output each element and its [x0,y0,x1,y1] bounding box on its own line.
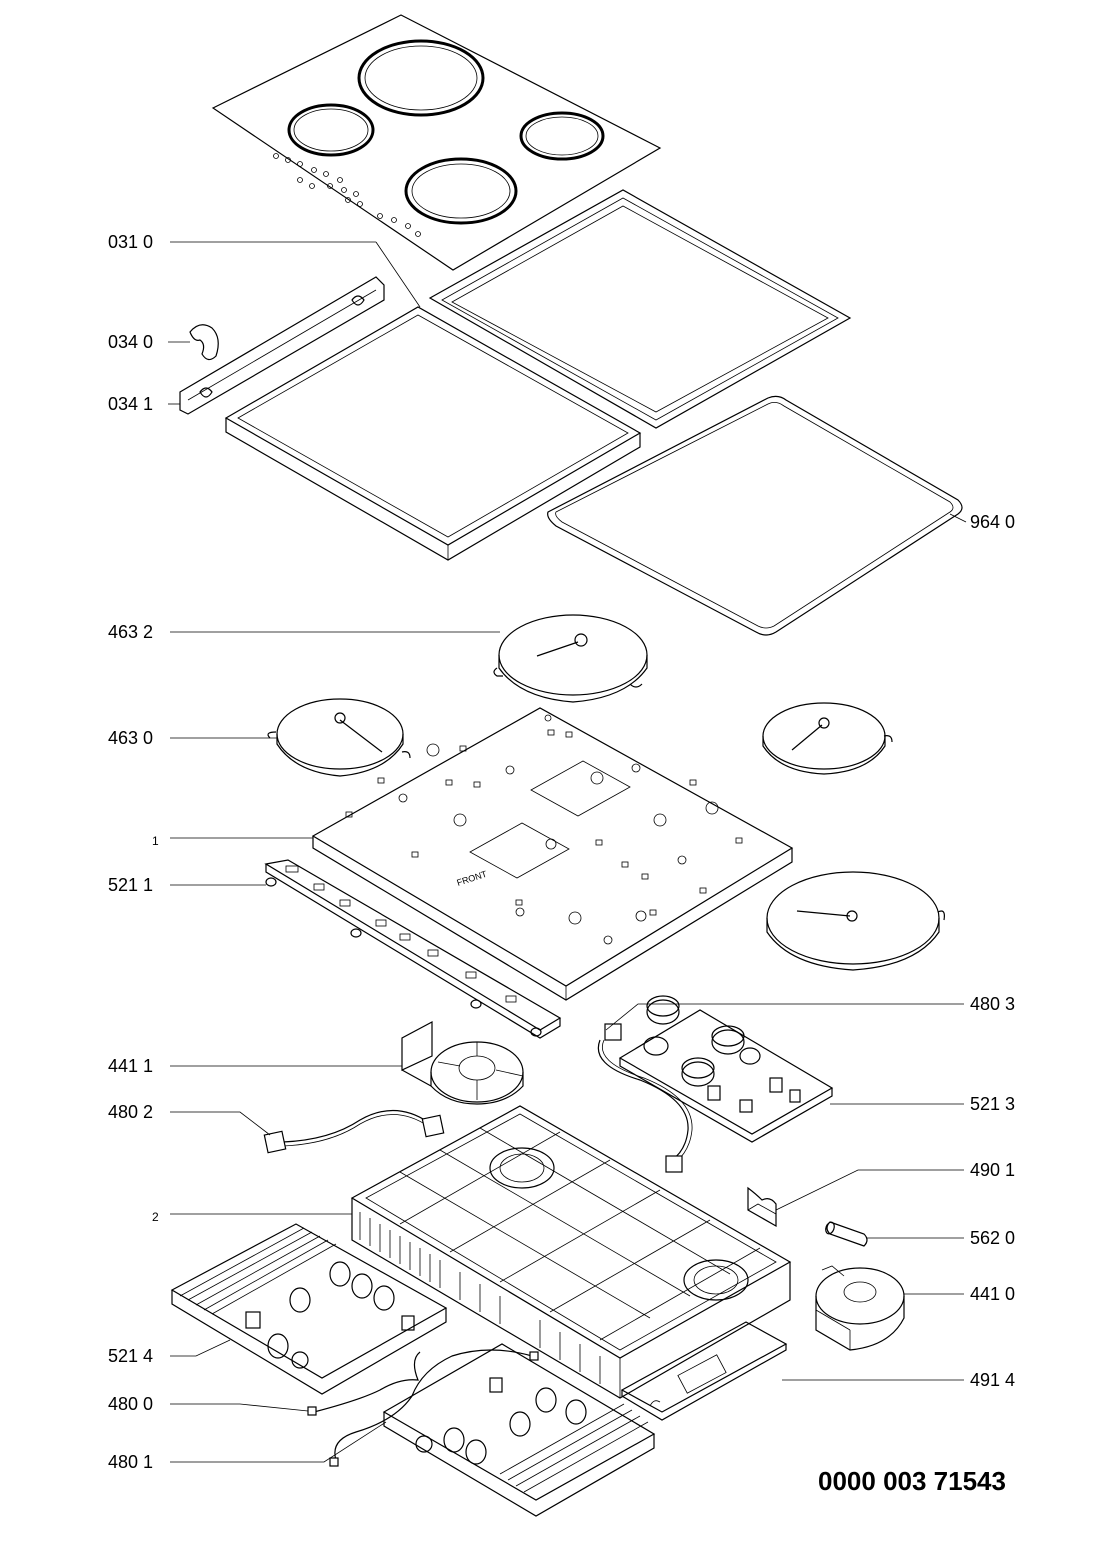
label-034-1: 034 1 [108,394,154,414]
fan-441-0 [815,1265,905,1351]
glass-ceramic-top [211,14,662,271]
clip-034-0 [189,324,219,361]
base-tray [350,1105,792,1399]
bracket-490-1 [747,1186,777,1228]
label-480-2: 480 2 [108,1102,154,1122]
hob-frame [224,306,642,561]
induction-board-521-4 [170,1223,448,1395]
board-491-4 [620,1321,788,1421]
label-441-0: 441 0 [970,1284,1016,1304]
label-964-0: 964 0 [970,512,1016,532]
leader-lines [168,241,967,1463]
label-2: 2 [152,1210,159,1224]
label-480-0: 480 0 [108,1394,154,1414]
document-number: 0000 003 71543 [818,1466,1006,1496]
induction-board-lower [382,1343,656,1517]
coil-right-small [762,702,893,775]
wire-480-0 [307,1351,421,1416]
label-521-4: 521 4 [108,1346,154,1366]
label-034-0: 034 0 [108,332,154,352]
label-521-3: 521 3 [970,1094,1016,1114]
label-521-1: 521 1 [108,875,154,895]
gasket-964-0 [547,395,963,636]
coil-463-2 [493,614,648,703]
control-board-521-1 [264,859,562,1039]
coil-463-0-left [267,698,411,777]
label-463-2: 463 2 [108,622,154,642]
fuse-562-0 [825,1221,868,1247]
label-562-0: 562 0 [970,1228,1016,1248]
wire-480-1 [329,1349,539,1467]
label-441-1: 441 1 [108,1056,154,1076]
support-plate: FRONT [311,707,794,1001]
label-463-0: 463 0 [108,728,154,748]
mounting-bracket [179,276,385,415]
fan-441-1 [401,1021,524,1105]
top-seal-frame [428,189,852,429]
power-board-521-3 [618,995,834,1143]
label-031-0: 031 0 [108,232,154,252]
label-1: 1 [152,834,159,848]
label-480-3: 480 3 [970,994,1016,1014]
coil-right-large [766,871,945,971]
label-491-4: 491 4 [970,1370,1016,1390]
wire-harness-480-3 [597,1023,693,1173]
label-480-1: 480 1 [108,1452,154,1472]
front-marking-text: FRONT [456,869,489,888]
label-490-1: 490 1 [970,1160,1016,1180]
wire-harness-480-2 [263,1109,445,1154]
